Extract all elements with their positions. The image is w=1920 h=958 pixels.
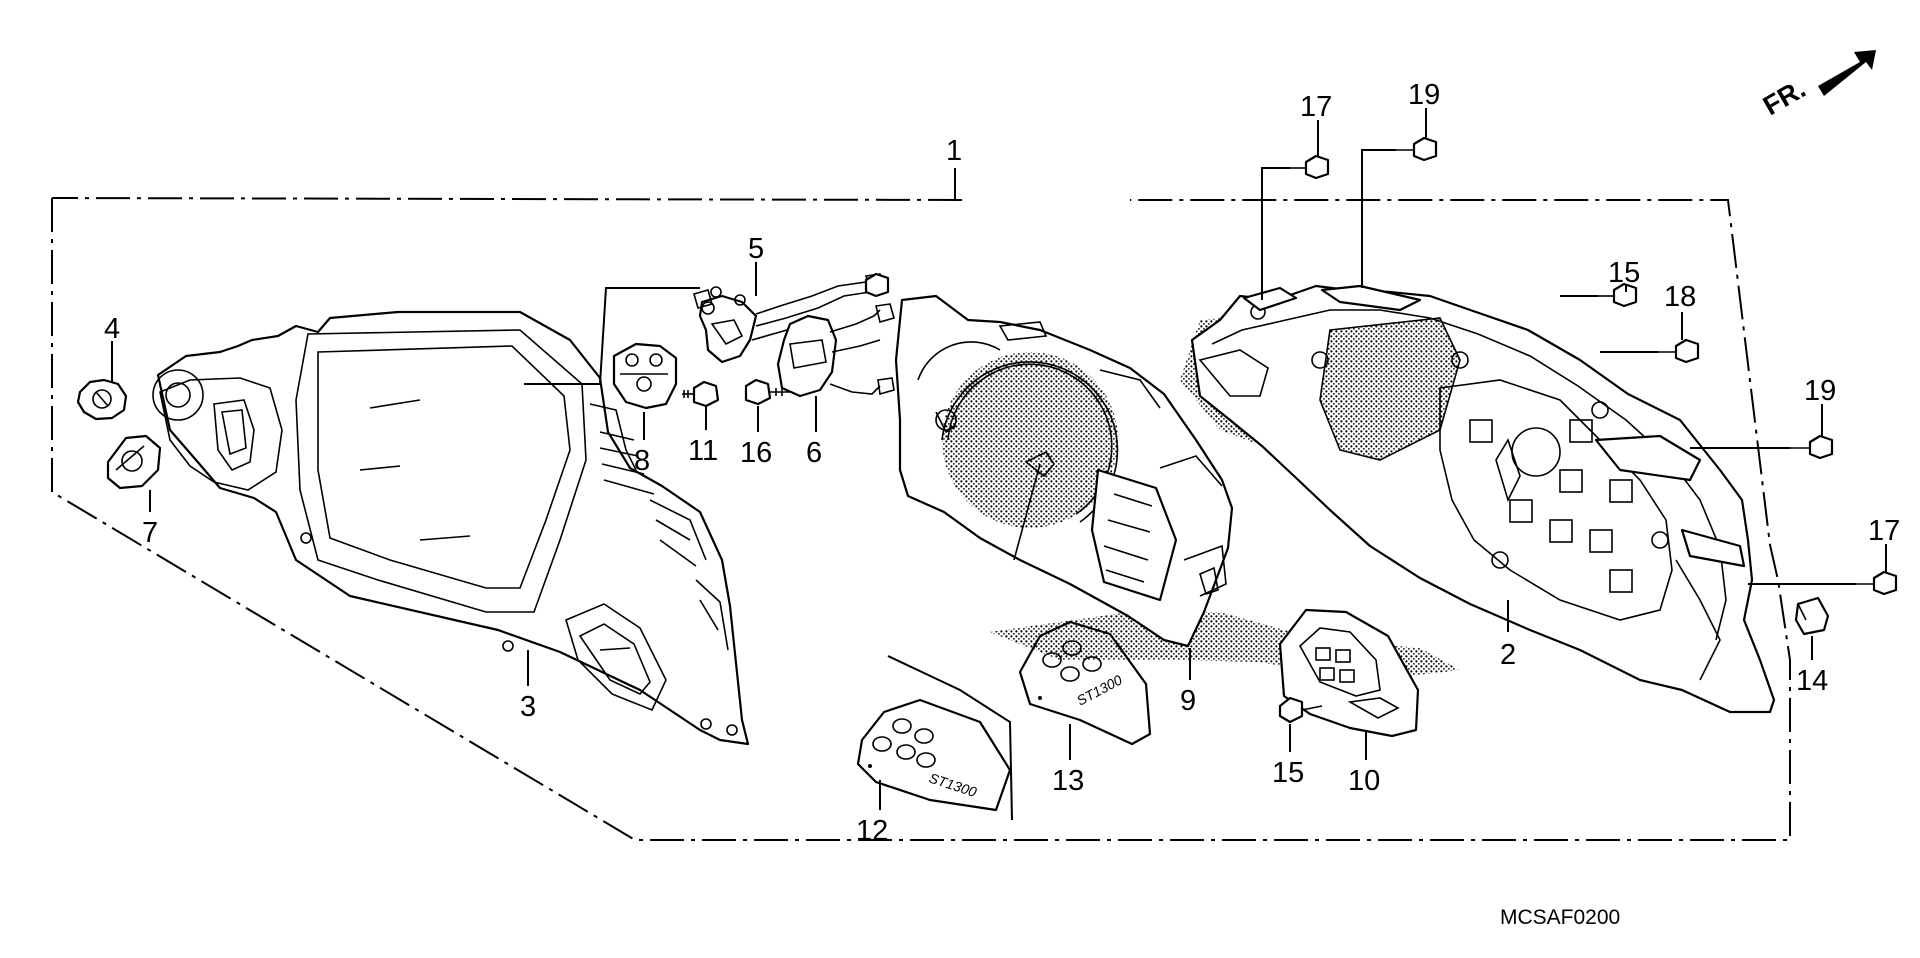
knob-part-4 xyxy=(76,378,128,421)
rear-case-part-2 xyxy=(1190,284,1776,714)
plate-12-bracket xyxy=(887,655,1013,821)
front-direction-icon: FR. xyxy=(1758,50,1876,121)
callout-16: 16 xyxy=(740,437,772,469)
callout-10: 10 xyxy=(1348,765,1380,797)
callout-17-lower: 17 xyxy=(1868,515,1900,547)
sensor-part-5 xyxy=(693,273,888,364)
speedometer-panel-part-9 xyxy=(894,294,1234,648)
callout-14: 14 xyxy=(1796,665,1828,697)
screw-part-19-upper xyxy=(1396,136,1438,162)
screw-part-15-upper xyxy=(1598,282,1638,308)
switch-part-8 xyxy=(612,342,678,410)
callout-4: 4 xyxy=(104,313,120,345)
callout-5: 5 xyxy=(748,233,764,265)
callout-9: 9 xyxy=(1180,685,1196,717)
pad-part-14 xyxy=(1794,596,1830,636)
callout-19-lower: 19 xyxy=(1804,375,1836,407)
screw-part-16 xyxy=(744,378,790,406)
screw-upper-6 xyxy=(864,272,890,298)
front-indicator-label: FR. xyxy=(1758,73,1811,121)
callout-18: 18 xyxy=(1664,281,1696,313)
assembly-boundary xyxy=(51,197,1791,841)
callout-3: 3 xyxy=(520,691,536,723)
screw-part-18 xyxy=(1658,338,1700,364)
meter-case-part-3 xyxy=(152,310,750,746)
callout-6: 6 xyxy=(806,437,822,469)
plate-part-12: ST1300 xyxy=(856,698,1012,812)
callout-1: 1 xyxy=(946,135,962,167)
switch-unit-part-6 xyxy=(776,303,895,398)
leader-line-17-upper-to-case xyxy=(1261,167,1290,300)
leader-line-19-upper-to-case xyxy=(1361,149,1396,288)
screw-part-15-lower xyxy=(1278,696,1323,724)
callout-11: 11 xyxy=(688,435,718,467)
callout-19-upper: 19 xyxy=(1408,79,1440,111)
callout-17-upper: 17 xyxy=(1300,91,1332,123)
diagram-code: MCSAF0200 xyxy=(1500,906,1620,929)
callout-15-upper: 15 xyxy=(1608,257,1640,289)
screw-part-17-upper xyxy=(1290,154,1330,180)
callout-7: 7 xyxy=(142,517,158,549)
callout-12: 12 xyxy=(856,815,888,847)
callout-2: 2 xyxy=(1500,639,1516,671)
screw-part-19-lower xyxy=(1790,434,1834,460)
grommet-part-7 xyxy=(106,434,162,490)
callout-13: 13 xyxy=(1052,765,1084,797)
screw-part-11 xyxy=(682,380,720,408)
screw-part-17-lower xyxy=(1856,570,1898,596)
callout-8: 8 xyxy=(634,445,650,477)
leader-line-5-to-case xyxy=(524,287,700,385)
callout-15-lower: 15 xyxy=(1272,757,1304,789)
